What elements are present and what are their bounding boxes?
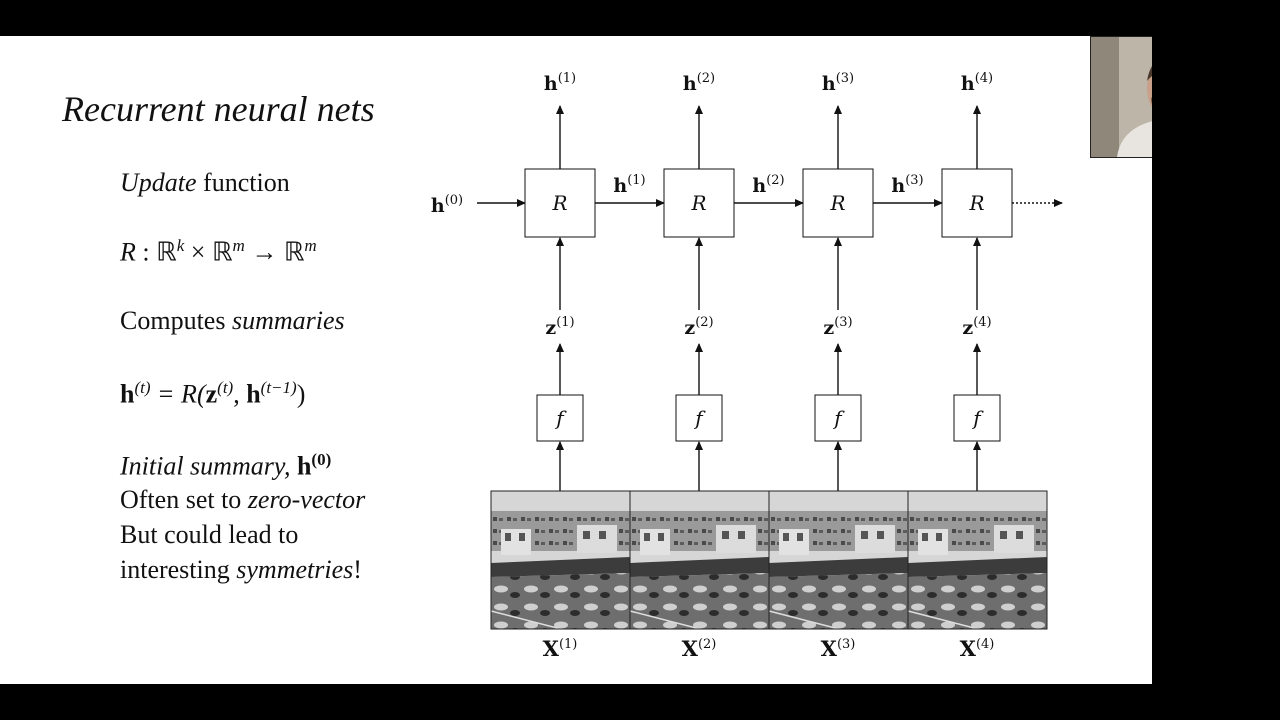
presenter-webcam-image (1091, 37, 1152, 157)
initial-state-label: h(0) (431, 193, 463, 217)
sig-k: k (176, 236, 185, 255)
encoder-box-4 (953, 394, 1001, 442)
sig-colon: : (135, 237, 157, 267)
input-frame-photo-1 (490, 490, 631, 630)
input-frame-border-4 (907, 490, 1048, 630)
recurrent-h-label-1: h(1) (613, 173, 645, 197)
sig-Rm2: ℝ (283, 237, 305, 267)
sig-m1: m (232, 236, 245, 255)
signature-line: R : ℝk × ℝm → ℝm (120, 236, 317, 268)
initial-h-sup: (0) (311, 450, 332, 469)
computes-word: Computes (120, 306, 232, 335)
recurrent-h-label-3: h(3) (891, 173, 923, 197)
input-frame-photo-2 (629, 490, 770, 630)
interesting-text: interesting (120, 555, 237, 584)
eq-lhs-sup: (t) (134, 378, 151, 397)
sig-Rk: ℝ (156, 237, 177, 267)
summaries-word: summaries (231, 306, 345, 335)
recurrent-cell-2 (663, 168, 735, 238)
slide-title: Recurrent neural nets (62, 89, 375, 129)
input-frame-3 (768, 490, 909, 630)
recurrent-cell-4 (941, 168, 1013, 238)
output-h-label-1: h(1) (544, 71, 576, 95)
initial-h: h (296, 451, 312, 481)
eq-middle: = R( (150, 379, 206, 409)
input-x-label-1: X(1) (543, 636, 578, 661)
z-label-3: z(3) (823, 315, 852, 339)
sig-R: R (120, 237, 136, 267)
output-h-label-4: h(4) (961, 71, 993, 95)
z-label-1: z(1) (545, 315, 574, 339)
input-frame-1 (490, 490, 631, 630)
symmetries-line: interesting symmetries! (120, 555, 362, 585)
initial-summary-text: Initial summary, (120, 451, 297, 481)
z-label-4: z(4) (962, 315, 991, 339)
input-frame-2 (629, 490, 770, 630)
recurrent-cell-1 (524, 168, 596, 238)
presenter-webcam-video (1090, 36, 1152, 158)
recurrent-cell-label-2: R (690, 191, 706, 215)
recurrent-h-label-2: h(2) (752, 173, 784, 197)
eq-z: z (205, 379, 218, 409)
input-frame-photo-4 (907, 490, 1048, 630)
output-h-label-2: h(2) (683, 71, 715, 95)
sig-m2: m (304, 236, 317, 255)
input-frame-photo-3 (768, 490, 909, 630)
recurrent-cell-label-3: R (829, 191, 845, 215)
eq-close: ) (296, 379, 306, 409)
eq-comma: , (233, 379, 247, 409)
output-h-label-3: h(3) (822, 71, 854, 95)
input-x-label-3: X(3) (821, 636, 856, 661)
input-x-label-4: X(4) (960, 636, 995, 661)
rnn-unrolled-diagram: h(0)h(1)Rz(1)fX(1)h(1)h(2)Rz(2)fX(2)h(2)… (431, 71, 1063, 661)
encoder-box-3 (814, 394, 862, 442)
sig-arrow: → (244, 237, 284, 267)
slide: Recurrent neural nets Update function R … (0, 36, 1152, 684)
eq-h-sup: (t−1) (260, 378, 297, 397)
update-function-line: Update function (120, 168, 290, 198)
sig-times: × (184, 237, 212, 267)
input-frame-4 (907, 490, 1048, 630)
update-equation: h(t) = R(z(t), h(t−1)) (120, 378, 305, 410)
often-text: Often set to (120, 485, 248, 514)
recurrent-cell-label-1: R (551, 191, 567, 215)
zero-vector-text: zero-vector (247, 485, 366, 514)
update-word: Update (120, 168, 197, 197)
input-x-label-2: X(2) (682, 636, 717, 661)
exclamation: ! (353, 555, 362, 584)
computes-summaries-line: Computes summaries (120, 306, 345, 336)
eq-lhs-h: h (120, 379, 135, 409)
recurrent-cell-label-4: R (968, 191, 984, 215)
z-label-2: z(2) (684, 315, 713, 339)
eq-h: h (246, 379, 261, 409)
eq-z-sup: (t) (217, 378, 234, 397)
zero-vector-line: Often set to zero-vector (120, 485, 365, 515)
symmetries-text: symmetries (236, 555, 354, 584)
could-lead-line: But could lead to (120, 520, 299, 549)
initial-summary-line: Initial summary, h(0) (120, 450, 331, 482)
sig-Rm1: ℝ (211, 237, 233, 267)
function-word: function (196, 168, 290, 197)
